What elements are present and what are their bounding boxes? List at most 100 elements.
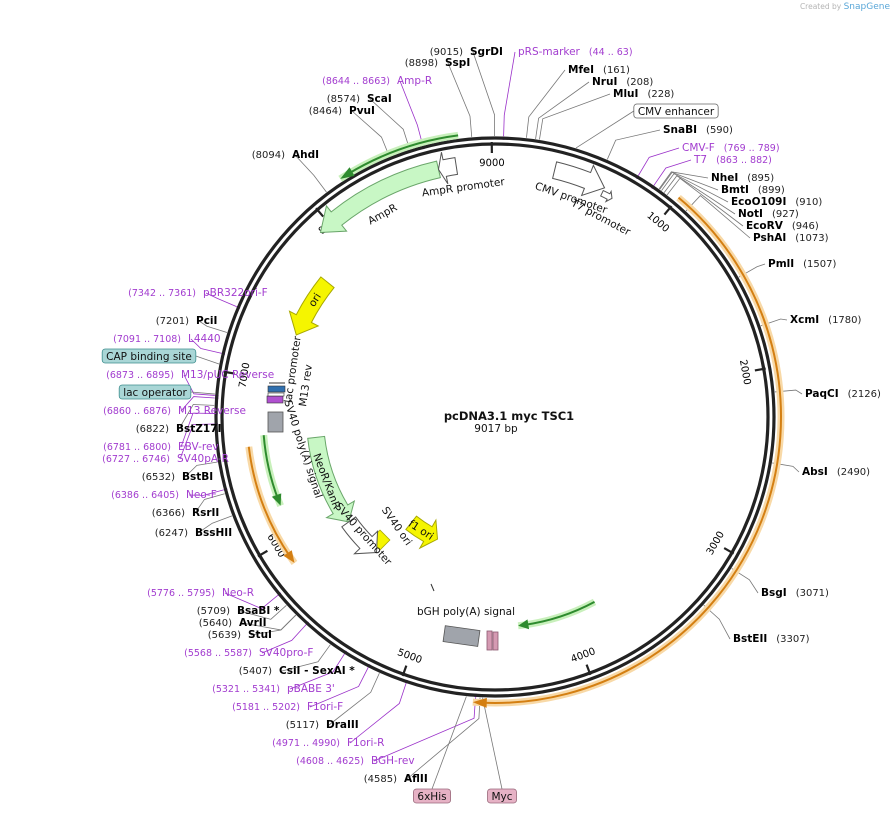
- site-label-m13-reverse[interactable]: M13 Reverse(6860 .. 6876): [103, 405, 246, 417]
- site-name: BstZ17I: [176, 423, 221, 435]
- site-label-pbabe-3[interactable]: pBABE 3'(5321 .. 5341): [212, 683, 335, 695]
- site-label-amp-r[interactable]: Amp-R(8644 .. 8663): [322, 75, 432, 87]
- leader-line: [431, 696, 467, 790]
- site-label-neo-r[interactable]: Neo-R(5776 .. 5795): [147, 587, 254, 599]
- site-position: (5117): [286, 720, 319, 731]
- site-label-ahdi[interactable]: AhdI(8094): [252, 149, 319, 161]
- site-position: (6247): [155, 528, 188, 539]
- site-label-pmli[interactable]: PmlI(1507): [768, 258, 837, 270]
- myc-label: Myc: [491, 791, 512, 803]
- myc-box[interactable]: Myc: [487, 788, 517, 804]
- site-label-ecoo109i[interactable]: EcoO109I(910): [731, 196, 822, 208]
- leader-line: [178, 404, 215, 430]
- site-name: StuI: [248, 629, 272, 641]
- orf-arrowhead: [283, 550, 295, 563]
- site-label-pbr322ori-f[interactable]: pBR322ori-F(7342 .. 7361): [128, 287, 268, 299]
- site-label-l4440[interactable]: L4440(7091 .. 7108): [113, 333, 220, 345]
- site-name: PaqCI: [805, 388, 839, 400]
- ori-arrow: [288, 276, 335, 336]
- tick-mark: [401, 665, 408, 677]
- site-name: NruI: [592, 76, 617, 88]
- site-label-f1ori-f[interactable]: F1ori-F(5181 .. 5202): [232, 701, 343, 713]
- site-name: PshAI: [753, 232, 786, 244]
- site-position: (6822): [136, 424, 169, 435]
- cap-binding-site-box[interactable]: CAP binding site: [101, 348, 197, 364]
- leader-line: [373, 697, 476, 762]
- site-name: MfeI: [568, 64, 594, 76]
- orf-line: [523, 601, 595, 626]
- site-label-bsgi[interactable]: BsgI(3071): [761, 587, 829, 599]
- site-position: (9015): [430, 47, 463, 58]
- site-label-t7[interactable]: T7(863 .. 882): [693, 154, 772, 166]
- site-label-nrui[interactable]: NruI(208): [592, 76, 653, 88]
- site-label-bmti[interactable]: BmtI(899): [721, 184, 785, 196]
- site-label-xcmi[interactable]: XcmI(1780): [790, 314, 862, 326]
- cmv-enhancer-box[interactable]: CMV enhancer: [633, 103, 719, 119]
- site-label-avrii[interactable]: AvrII(5640): [199, 617, 267, 629]
- site-label-paqci[interactable]: PaqCI(2126): [805, 388, 881, 400]
- site-label-csii-sexai[interactable]: CsiI - SexAI *(5407): [239, 665, 356, 677]
- site-position: (5639): [208, 630, 241, 641]
- f1-ori-arrow: [405, 515, 439, 550]
- site-label-sv40pro-f[interactable]: SV40pro-F(5568 .. 5587): [184, 647, 313, 659]
- leader-line: [180, 412, 215, 448]
- site-name: BstEII: [733, 633, 767, 645]
- leader-line: [369, 98, 411, 150]
- site-label-bstz17i[interactable]: BstZ17I (6822): [136, 423, 222, 435]
- site-position: (5640): [199, 618, 232, 629]
- site-label-scai[interactable]: ScaI(8574): [327, 93, 392, 105]
- site-name: MluI: [613, 88, 638, 100]
- site-name: F1ori-R: [347, 737, 384, 749]
- site-label-stui[interactable]: StuI (5639): [208, 629, 272, 641]
- lac-operator-box[interactable]: lac operator: [118, 384, 192, 400]
- site-label-cmv-f[interactable]: CMV-F(769 .. 789): [682, 142, 780, 154]
- site-label-mlui[interactable]: MluI(228): [613, 88, 674, 100]
- site-label-bsshii[interactable]: BssHII(6247): [155, 527, 232, 539]
- site-label-bsabi[interactable]: BsaBI *(5709): [197, 605, 280, 617]
- site-label-f1ori-r[interactable]: F1ori-R (4971 .. 4990): [272, 737, 384, 749]
- site-name: Neo-F: [186, 489, 217, 501]
- leader-line: [472, 51, 496, 137]
- site-label-pvui[interactable]: PvuI(8464): [309, 105, 375, 117]
- site-label-aflii[interactable]: AflII(4585): [364, 773, 428, 785]
- site-position: (44 .. 63): [589, 47, 633, 58]
- site-label-ebv-rev[interactable]: EBV-rev(6781 .. 6800): [103, 441, 219, 453]
- site-label-bgh-rev[interactable]: BGH-rev(4608 .. 4625): [296, 755, 414, 767]
- site-label-bsteii[interactable]: BstEII(3307): [733, 633, 810, 645]
- site-name: F1ori-F: [307, 701, 343, 713]
- site-position: (5709): [197, 606, 230, 617]
- site-label-sgrdi[interactable]: SgrDI (9015): [430, 46, 503, 58]
- site-position: (6386 .. 6405): [111, 490, 179, 501]
- his-tag-block: [492, 631, 499, 651]
- site-label-sspi[interactable]: SspI(8898): [405, 57, 471, 69]
- site-label-pshai[interactable]: PshAI(1073): [753, 232, 829, 244]
- 6xhis-box[interactable]: 6xHis: [413, 788, 451, 804]
- site-label-nhei[interactable]: NheI(895): [711, 172, 774, 184]
- site-label-draiii[interactable]: DraIII(5117): [286, 719, 359, 731]
- site-name: SV40pA-R: [177, 453, 229, 465]
- site-label-absi[interactable]: AbsI(2490): [802, 466, 870, 478]
- site-label-pcii[interactable]: PciI(7201): [156, 315, 218, 327]
- leader-line: [666, 177, 744, 227]
- site-name: SgrDI: [470, 46, 503, 58]
- site-name: EcoRV: [746, 220, 784, 232]
- site-label-snabi[interactable]: SnaBI(590): [663, 124, 733, 136]
- leader-line: [539, 93, 611, 140]
- tick-mark: [257, 549, 268, 558]
- site-label-noti[interactable]: NotI(927): [738, 208, 799, 220]
- leader-line: [661, 173, 729, 203]
- site-label-m13-puc-reverse[interactable]: M13/pUC Reverse(6873 .. 6895): [106, 369, 274, 381]
- site-name: M13 Reverse: [178, 405, 246, 417]
- site-label-mfei[interactable]: MfeI(161): [568, 64, 630, 76]
- site-label-sv40pa-r[interactable]: SV40pA-R(6727 .. 6746): [102, 453, 229, 465]
- site-position: (5407): [239, 666, 272, 677]
- site-position: (910): [795, 197, 822, 208]
- site-label-neo-f[interactable]: Neo-F (6386 .. 6405): [111, 489, 217, 501]
- site-label-bstbi[interactable]: BstBI(6532): [142, 471, 213, 483]
- site-label-rsrii[interactable]: RsrII(6366): [152, 507, 220, 519]
- site-label-prs-marker[interactable]: pRS-marker(44 .. 63): [518, 46, 633, 58]
- site-position: (895): [747, 173, 774, 184]
- site-label-ecorv[interactable]: EcoRV(946): [746, 220, 819, 232]
- site-position: (4971 .. 4990): [272, 738, 340, 749]
- site-name: CMV-F: [682, 142, 715, 154]
